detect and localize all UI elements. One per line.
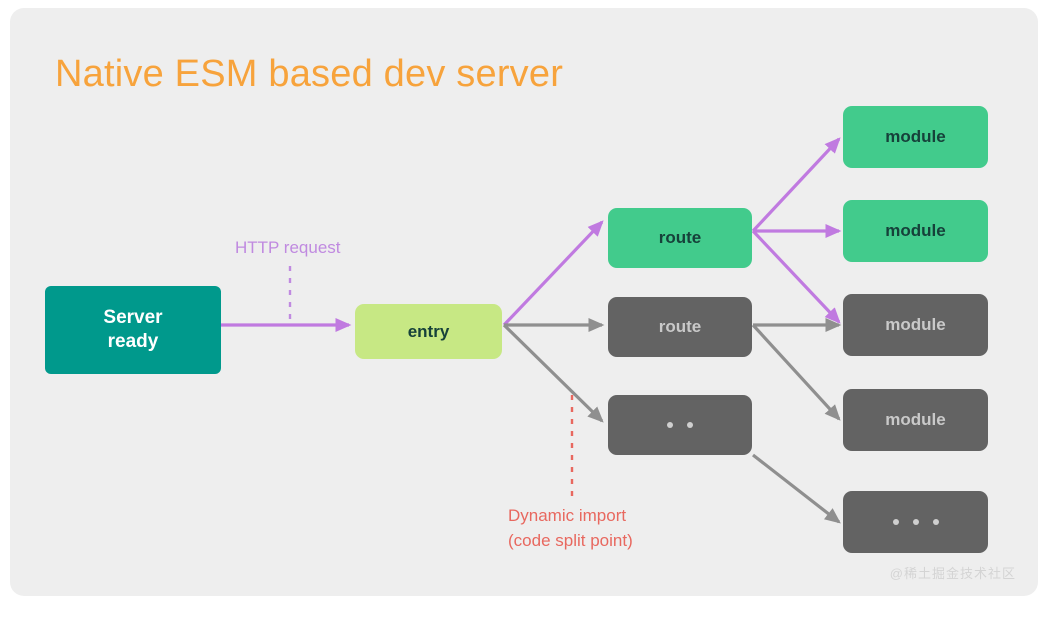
watermark: @稀土掘金技术社区 <box>889 566 1016 581</box>
edge-route-green-to-module-gray-1 <box>751 229 841 324</box>
node-route-gray[interactable]: route <box>608 297 752 357</box>
node-module-green-1-label: module <box>885 127 946 147</box>
page-title: Native ESM based dev server <box>55 53 564 95</box>
node-module-green-2-label: module <box>885 221 946 241</box>
edge-route-gray-to-module-gray-2 <box>751 323 841 421</box>
node-route-green-label: route <box>658 228 702 248</box>
node-route-more[interactable] <box>608 395 752 455</box>
edge-entry-to-route-more <box>502 323 604 423</box>
annotation-dynamic-import: Dynamic import (code split point) <box>508 504 633 553</box>
node-module-green-1[interactable]: module <box>843 106 988 168</box>
node-module-gray-2[interactable]: module <box>843 389 988 451</box>
node-route-green[interactable]: route <box>608 208 752 268</box>
annotation-dynamic-import-line1: Dynamic import <box>508 506 627 525</box>
node-module-more[interactable] <box>843 491 988 553</box>
node-server-ready-label: Server ready <box>103 307 163 352</box>
edge-entry-to-route-green <box>502 220 604 327</box>
diagram-canvas: Native ESM based dev server <box>10 8 1038 596</box>
node-module-gray-1[interactable]: module <box>843 294 988 356</box>
node-server-ready[interactable]: Server ready <box>45 286 221 374</box>
node-route-gray-label: route <box>658 317 702 337</box>
node-entry[interactable]: entry <box>355 304 502 359</box>
node-entry-label: entry <box>407 321 450 341</box>
annotation-http-request: HTTP request <box>235 238 341 257</box>
edge-route-more-to-module-more <box>752 453 841 524</box>
node-module-gray-1-label: module <box>885 315 946 335</box>
node-module-more-dots <box>892 519 939 525</box>
edge-layer <box>221 137 842 524</box>
node-route-more-dots <box>667 422 693 428</box>
edge-route-green-to-module-1 <box>751 137 841 233</box>
node-module-gray-2-label: module <box>885 410 946 430</box>
node-module-green-2[interactable]: module <box>843 200 988 262</box>
annotation-dynamic-import-line2: (code split point) <box>508 530 633 550</box>
